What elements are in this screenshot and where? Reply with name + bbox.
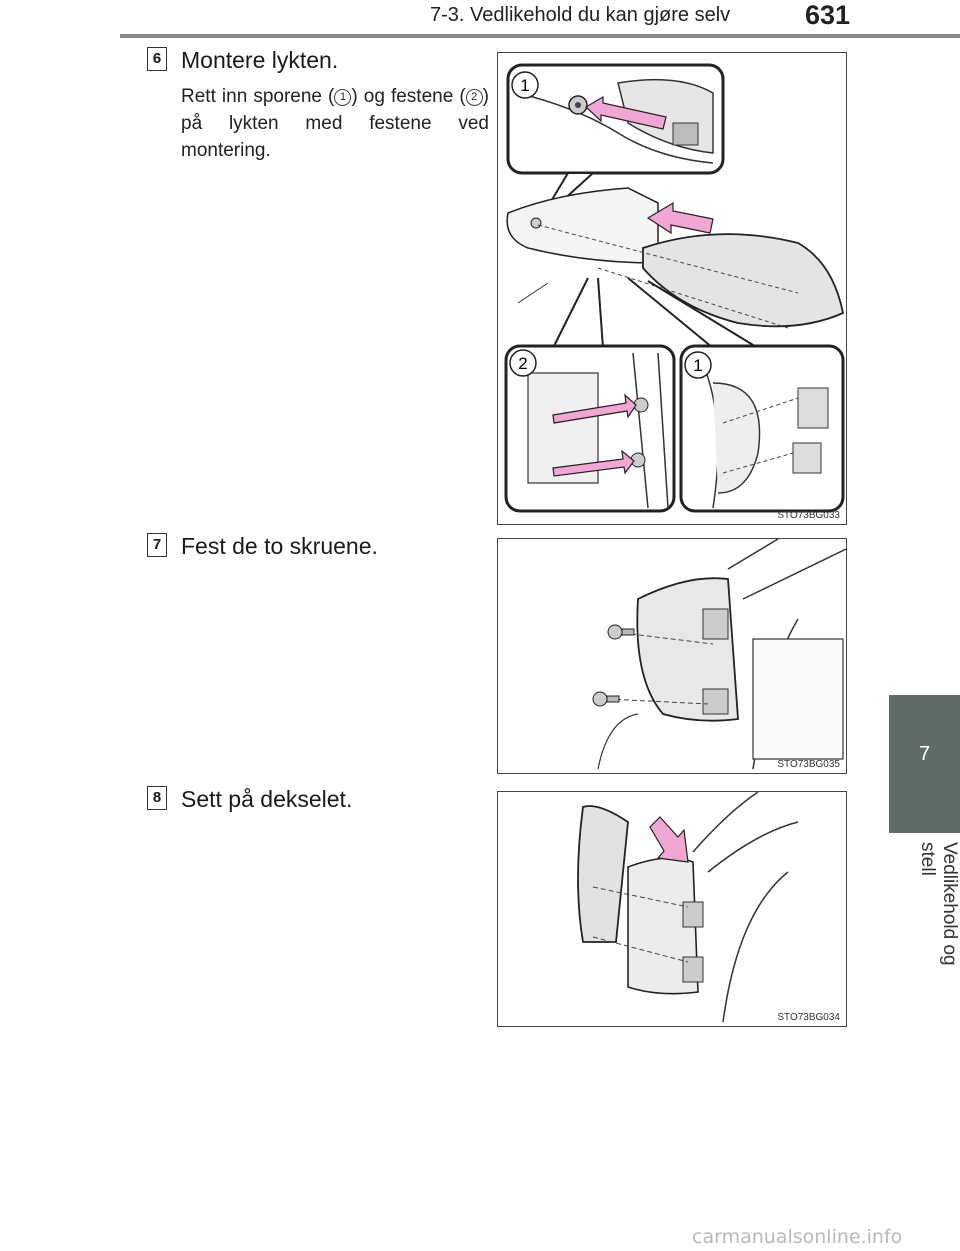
callout-ref-1: 1: [334, 89, 352, 106]
callout-ref-2: 2: [465, 89, 483, 106]
cover-illustration: [577, 792, 799, 1023]
step-number-8: 8: [147, 786, 167, 810]
section-title: 7-3. Vedlikehold du kan gjøre selv: [430, 4, 731, 26]
callout-2-bottom: 2: [518, 354, 527, 373]
figure-tighten-screws: STO73BG035: [497, 538, 847, 774]
step-body-6: Rett inn sporene (1) og festene (2) på l…: [181, 86, 489, 161]
callout-1-bottom: 1: [693, 356, 702, 375]
page-number: 631: [805, 0, 851, 30]
step-title-6: Montere lykten.: [181, 47, 339, 73]
screws-illustration: [592, 539, 846, 770]
figure-mount-lamp: 1 2 1 STO73BG033: [497, 52, 847, 525]
step-number-7: 7: [147, 533, 167, 557]
step-title-8: Sett på dekselet.: [181, 786, 353, 812]
chapter-tab[interactable]: 7: [889, 695, 960, 833]
figure-attach-cover: STO73BG034: [497, 791, 847, 1027]
figure-code: STO73BG034: [777, 1012, 840, 1023]
step-title-7: Fest de to skruene.: [181, 533, 378, 559]
figure-code: STO73BG035: [777, 759, 840, 770]
watermark[interactable]: carmanualsonline.info: [692, 1226, 903, 1248]
chapter-label: Vedlikehold og stell: [917, 842, 960, 966]
callout-1-top: 1: [520, 76, 529, 95]
chapter-number: 7: [918, 743, 931, 765]
figure-code: STO73BG033: [777, 510, 840, 521]
header-divider: [120, 34, 960, 38]
step-number-6: 6: [147, 47, 167, 71]
lamp-mount-illustration: 1 2 1: [504, 63, 845, 513]
